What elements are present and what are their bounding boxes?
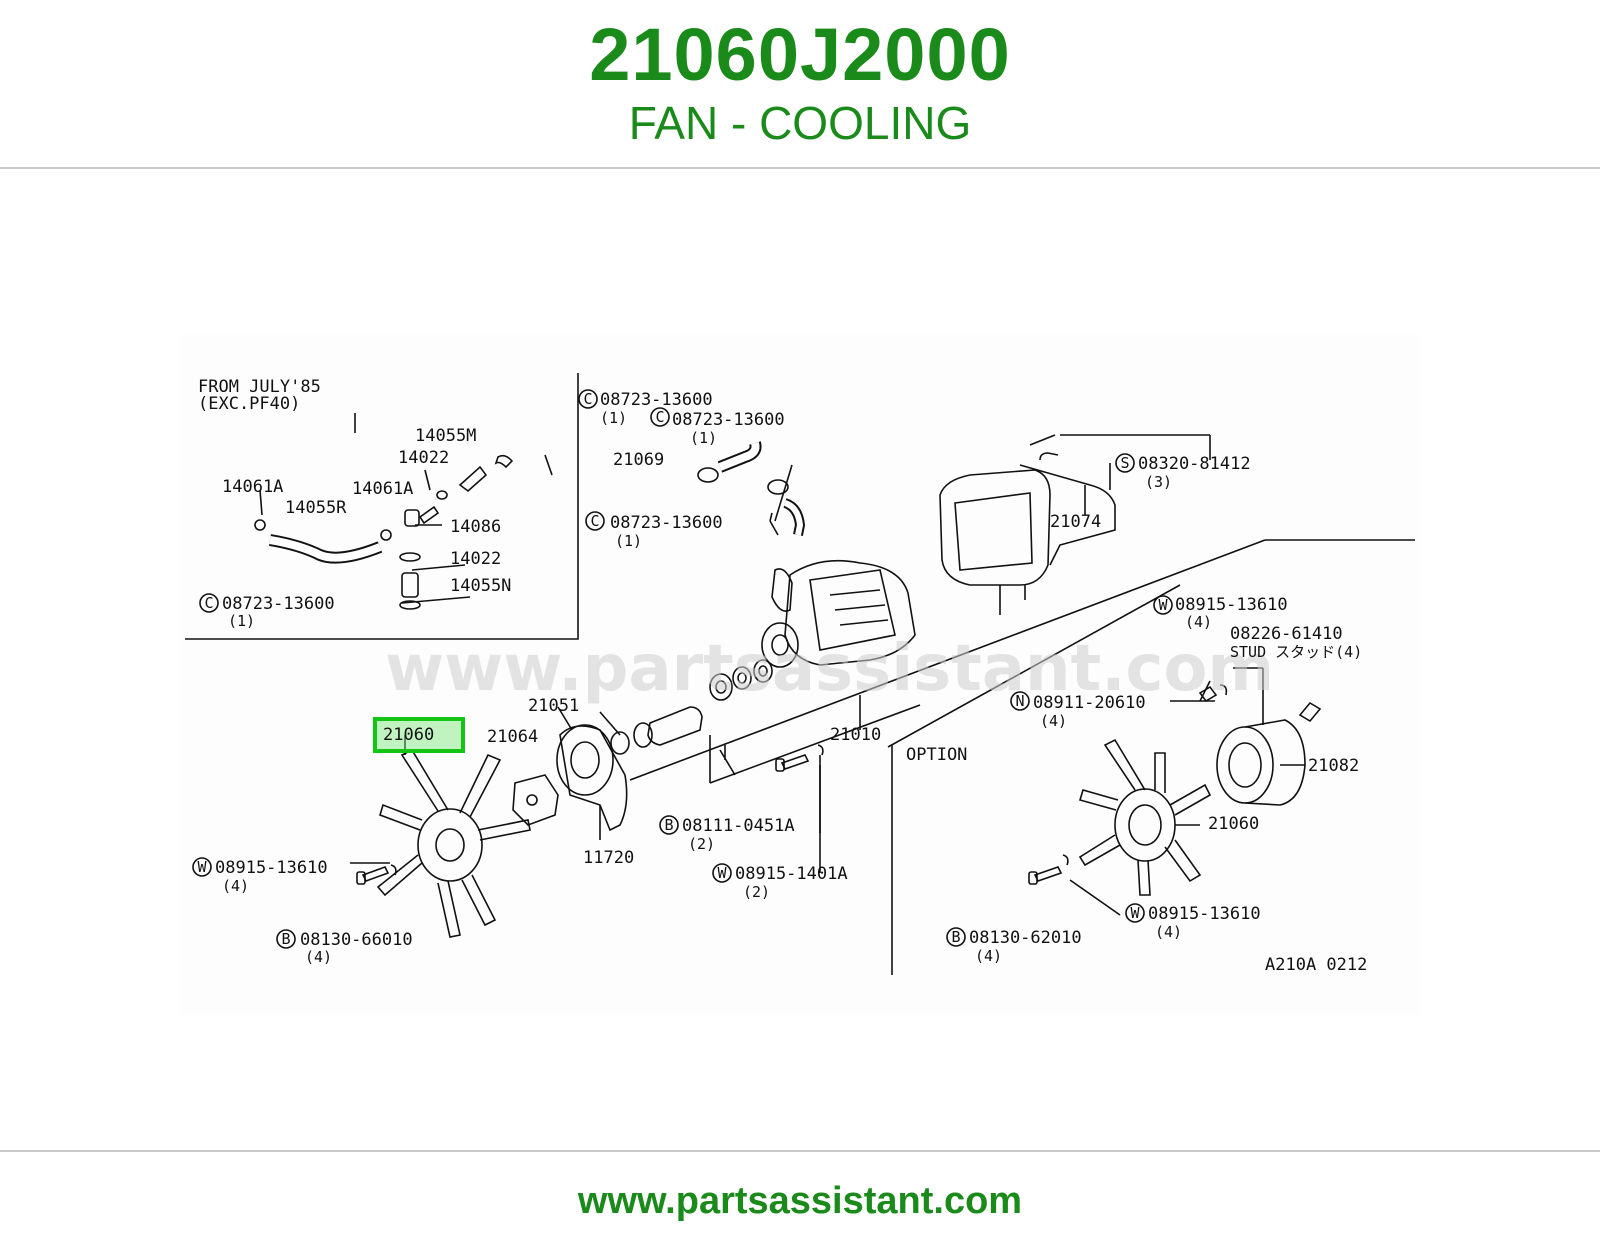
part-label: 14022 xyxy=(398,448,449,468)
part-label: 14022 xyxy=(450,549,501,569)
part-label: 08723-13600 xyxy=(610,513,723,533)
inset-subtitle: (EXC.PF40) xyxy=(198,394,300,414)
part-label: 11720 xyxy=(583,848,634,868)
part-label: 08130-62010 xyxy=(969,928,1082,948)
part-qty: (1) xyxy=(228,612,255,630)
part-label: 08915-1401A xyxy=(735,864,848,884)
part-label: 14055M xyxy=(415,426,476,446)
guide-line xyxy=(709,704,921,784)
guide-line xyxy=(629,539,1266,781)
washer-symbol: W xyxy=(1130,904,1140,922)
part-label: 08320-81412 xyxy=(1138,454,1251,474)
part-label: 14055R xyxy=(285,498,347,518)
part-qty: (4) xyxy=(222,877,249,895)
option-guide-line xyxy=(887,584,1181,748)
part-label: 14055N xyxy=(450,576,511,596)
part-label: 08130-66010 xyxy=(300,930,413,950)
parts-diagram: C C C C S W N B W W B W B www.partsassis… xyxy=(180,335,1420,1015)
part-label: 21069 xyxy=(613,450,664,470)
part-label: 14061A xyxy=(222,477,283,497)
part-qty: (4) xyxy=(1185,613,1212,631)
part-qty: (4) xyxy=(305,948,332,966)
part-qty: (2) xyxy=(688,835,715,853)
inset-title: FROM JULY'85 xyxy=(198,377,321,397)
part-label: 14086 xyxy=(450,517,501,537)
footer-website-link[interactable]: www.partsassistant.com xyxy=(577,1180,1023,1222)
diagram-watermark: www.partsassistant.com xyxy=(385,632,1274,706)
highlighted-part-callout[interactable]: 21060 xyxy=(373,717,465,753)
part-label: 08723-13600 xyxy=(222,594,335,614)
drawing-code: A210A 0212 xyxy=(1265,955,1367,975)
inset-frame xyxy=(185,373,579,640)
header-divider xyxy=(0,167,1600,169)
footer-divider xyxy=(0,1150,1600,1152)
part-qty: (4) xyxy=(975,947,1002,965)
part-number-title: 21060J2000 xyxy=(589,13,1011,96)
nut-symbol: N xyxy=(1015,692,1024,710)
part-label: 08226-61410 xyxy=(1230,624,1343,644)
part-qty: (4) xyxy=(1040,712,1067,730)
part-label: STUD スタッド(4) xyxy=(1230,643,1362,661)
clamp-symbol: C xyxy=(583,390,592,408)
option-cooling-fan-21060 xyxy=(1078,738,1212,896)
cooling-fan-21060 xyxy=(376,748,531,938)
part-label: 21051 xyxy=(528,696,579,716)
washer-symbol: W xyxy=(197,858,207,876)
part-label: 21064 xyxy=(487,727,538,747)
bolt-symbol: B xyxy=(664,816,673,834)
bolt-symbol: B xyxy=(951,928,960,946)
part-label: 08723-13600 xyxy=(672,410,785,430)
part-qty: (1) xyxy=(690,429,717,447)
part-name-subtitle: FAN - COOLING xyxy=(628,97,972,149)
clamp-symbol: C xyxy=(204,594,213,612)
option-label: OPTION xyxy=(906,745,967,765)
highlighted-part-number: 21060 xyxy=(383,725,435,745)
part-label: 08911-20610 xyxy=(1033,693,1146,713)
washer-symbol: W xyxy=(717,864,727,882)
part-label: 21060 xyxy=(1208,814,1259,834)
part-qty: (3) xyxy=(1145,473,1172,491)
part-label: 08111-0451A xyxy=(682,816,795,836)
bolt-symbol: B xyxy=(281,930,290,948)
washer-symbol: W xyxy=(1158,596,1168,614)
screw-symbol: S xyxy=(1120,454,1129,472)
part-label: 21074 xyxy=(1050,512,1101,532)
part-label: 08915-13610 xyxy=(215,858,328,878)
part-qty: (2) xyxy=(743,883,770,901)
part-label: 21010 xyxy=(830,725,881,745)
part-qty: (1) xyxy=(615,532,642,550)
parts-diagram-drawing: C C C C S W N B W W B W B www.partsassis… xyxy=(185,373,1415,975)
part-label: 08723-13600 xyxy=(600,390,713,410)
clamp-symbol: C xyxy=(655,408,664,426)
part-label: 08915-13610 xyxy=(1148,904,1261,924)
part-qty: (1) xyxy=(600,409,627,427)
part-label: 21082 xyxy=(1308,756,1359,776)
part-label: 08915-13610 xyxy=(1175,595,1288,615)
clamp-symbol: C xyxy=(590,512,599,530)
part-qty: (4) xyxy=(1155,923,1182,941)
part-label: 14061A xyxy=(352,479,413,499)
